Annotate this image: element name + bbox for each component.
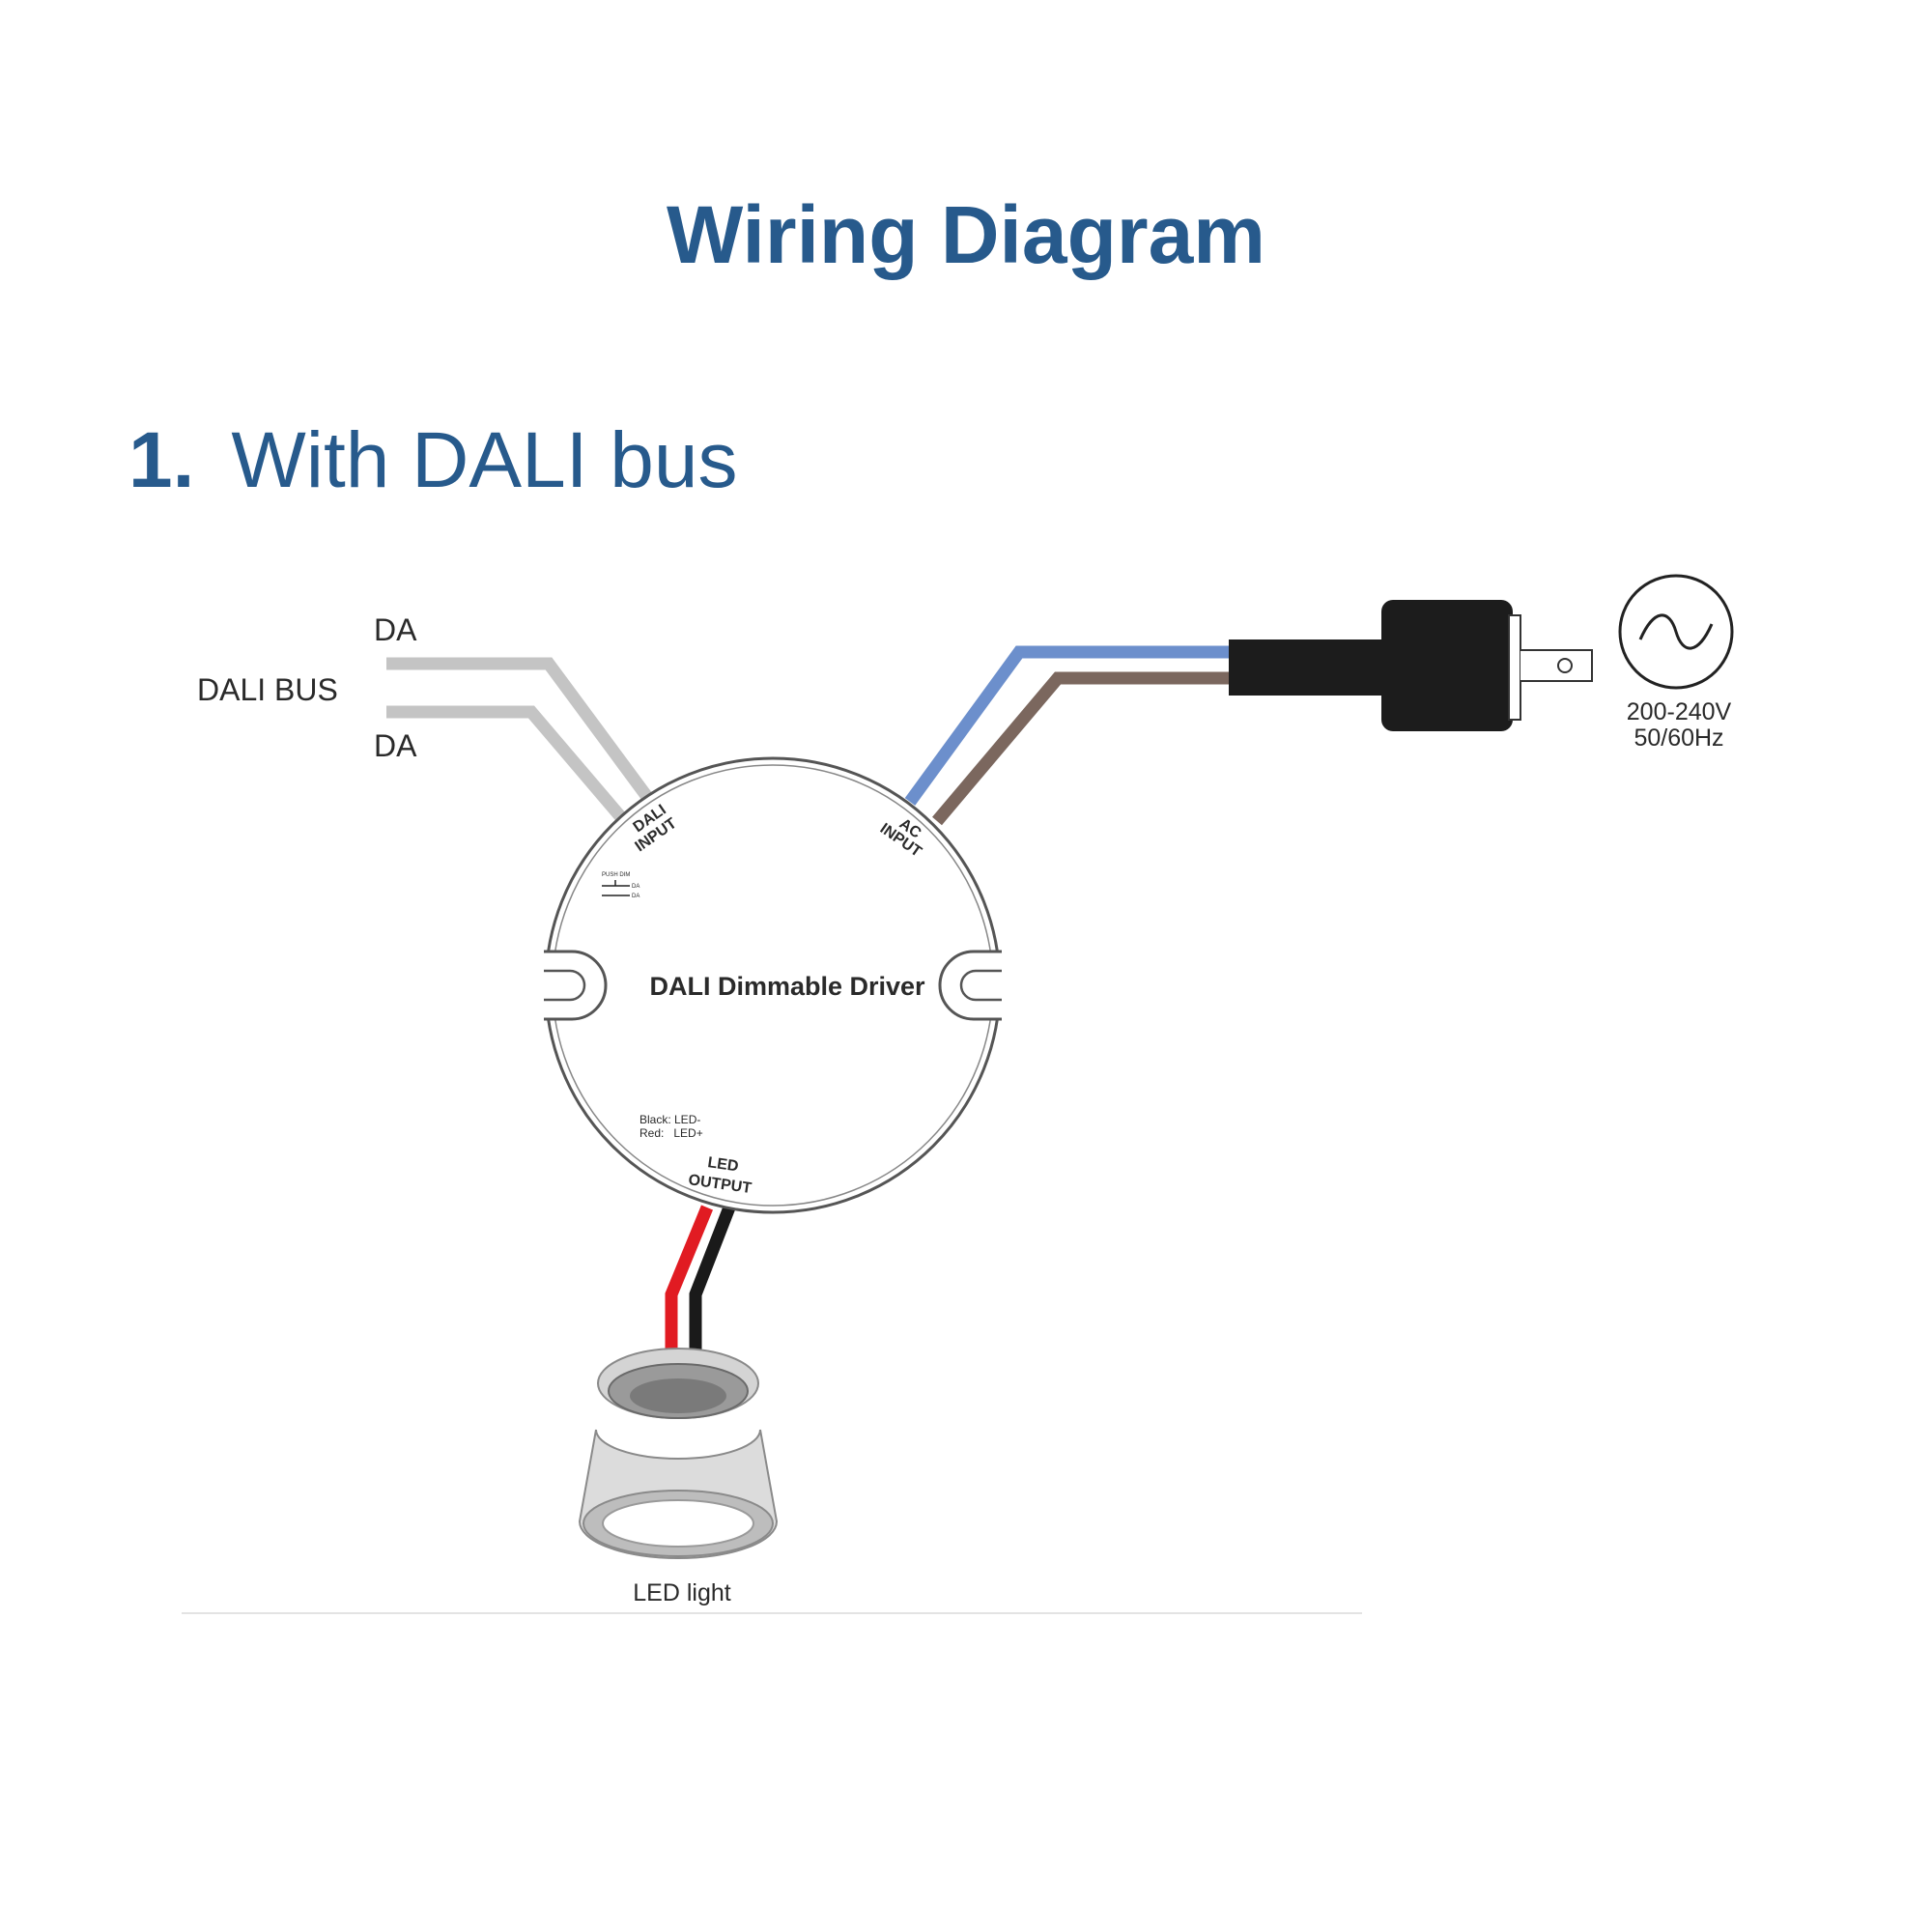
- ac-source-icon: [1618, 574, 1734, 690]
- fixture-lens: [602, 1499, 754, 1548]
- ac-plug: [1229, 600, 1593, 731]
- led-minus-wire: [689, 1205, 736, 1352]
- page-title: Wiring Diagram: [667, 189, 1265, 280]
- section-heading: 1. With DALI bus: [128, 415, 737, 506]
- led-plus-wire: [665, 1205, 714, 1352]
- plug-prong-hole: [1557, 658, 1573, 673]
- led-light-label: LED light: [633, 1579, 730, 1606]
- da-bottom-label: DA: [374, 728, 417, 763]
- ac-live-wire: [904, 645, 1232, 806]
- fixture-top-recess: [630, 1378, 726, 1413]
- voltage-label: 200-240V: [1627, 698, 1732, 725]
- plug-collar: [1508, 614, 1521, 721]
- led-output-label-1: LED: [706, 1154, 739, 1175]
- wire-legend-black: Black: LED-: [639, 1113, 700, 1126]
- ac-neutral-wire: [932, 671, 1232, 826]
- plug-body: [1381, 600, 1513, 731]
- dali-wire-top: [386, 657, 653, 801]
- da-top-label: DA: [374, 612, 417, 647]
- push-dim-schematic: PUSH DIM DA DA: [602, 872, 639, 899]
- led-sleeve-white: [680, 1206, 724, 1352]
- driver-label: DALI Dimmable Driver: [649, 972, 925, 1001]
- section-number: 1.: [128, 416, 195, 504]
- section-title: With DALI bus: [231, 416, 738, 504]
- push-dim-da-2: DA: [632, 894, 639, 899]
- dali-bus-wires: [386, 657, 653, 821]
- push-dim-da-1: DA: [632, 884, 639, 890]
- mounting-tab-right: [938, 950, 1002, 1021]
- wire-legend-red: Red: LED+: [639, 1126, 703, 1140]
- dali-wire-bottom: [386, 705, 625, 821]
- mounting-slot-left: [544, 969, 586, 1002]
- dali-bus-label: DALI BUS: [197, 672, 338, 707]
- plug-cable-sleeve: [1229, 639, 1383, 696]
- led-light-fixture: [578, 1348, 779, 1559]
- plug-prong: [1520, 649, 1593, 682]
- push-dim-label: PUSH DIM: [602, 872, 630, 878]
- frequency-label: 50/60Hz: [1634, 724, 1723, 752]
- mounting-slot-right: [959, 969, 1002, 1002]
- dali-driver: [544, 756, 1002, 1214]
- mounting-tab-left: [544, 950, 608, 1021]
